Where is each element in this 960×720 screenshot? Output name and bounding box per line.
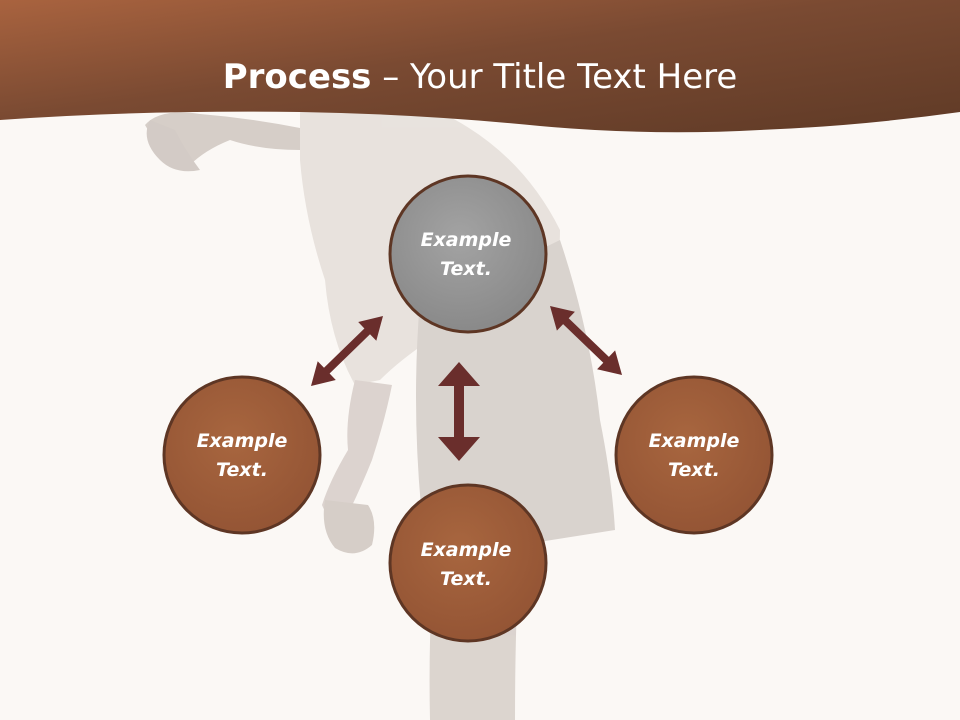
page-title-rest: – Your Title Text Here: [371, 57, 738, 97]
node-top-line1: Example: [421, 229, 512, 251]
photo-hand: [323, 500, 375, 554]
node-right: Example Text.: [614, 375, 774, 535]
node-top-circle: [388, 174, 548, 334]
title-banner: [0, 0, 960, 133]
photo-ponytail: [146, 120, 200, 172]
node-top: Example Text.: [388, 174, 548, 334]
arrow-center-vertical: [438, 362, 480, 461]
node-left-circle: [162, 375, 322, 535]
page-title-bold: Process: [222, 57, 372, 97]
node-right-circle: [614, 375, 774, 535]
photo-arm: [322, 380, 392, 521]
node-top-line2: Text.: [440, 258, 492, 280]
node-right-line2: Text.: [668, 459, 720, 481]
node-bottom-line1: Example: [421, 539, 512, 561]
node-left-line2: Text.: [216, 459, 268, 481]
node-left: Example Text.: [162, 375, 322, 535]
node-left-line1: Example: [197, 430, 288, 452]
page-title: Process – Your Title Text Here: [0, 52, 960, 102]
node-right-line1: Example: [649, 430, 740, 452]
node-bottom: Example Text.: [388, 483, 548, 643]
arrow-top-right: [550, 306, 622, 375]
node-bottom-circle: [388, 483, 548, 643]
node-bottom-line2: Text.: [440, 568, 492, 590]
arrow-top-left: [311, 316, 383, 386]
